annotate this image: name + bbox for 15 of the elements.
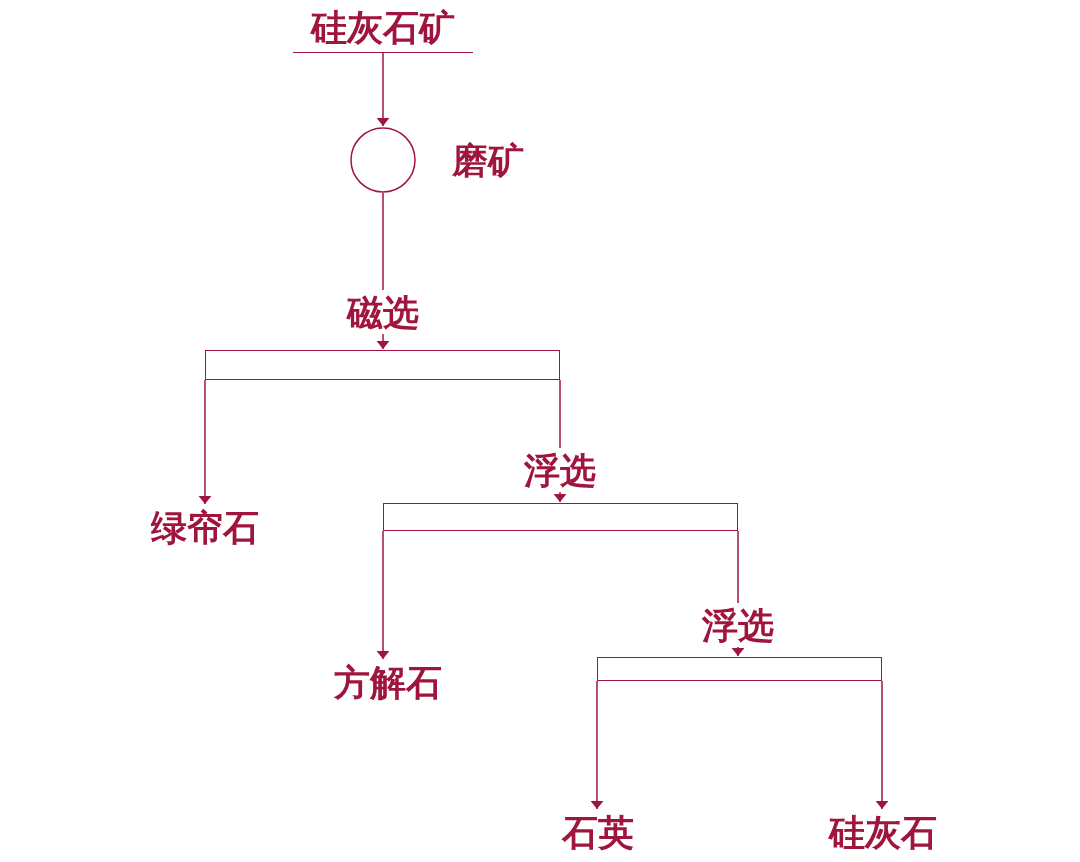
process-label: 磨矿 (451, 138, 525, 182)
product-label: 方解石 (320, 660, 455, 706)
mill-circle (350, 127, 416, 193)
arrow (875, 680, 889, 810)
product-label: 硅灰石 (818, 810, 948, 856)
product-label: 石英 (550, 810, 645, 856)
separation-bar (383, 503, 738, 531)
arrow (376, 530, 390, 660)
arrow (590, 680, 604, 810)
product-label: 绿帘石 (135, 505, 275, 551)
arrow (198, 379, 212, 505)
separation-bar (205, 350, 560, 380)
feed-label: 硅灰石矿 (293, 5, 473, 53)
arrow (376, 52, 390, 127)
separation-bar (597, 657, 882, 681)
